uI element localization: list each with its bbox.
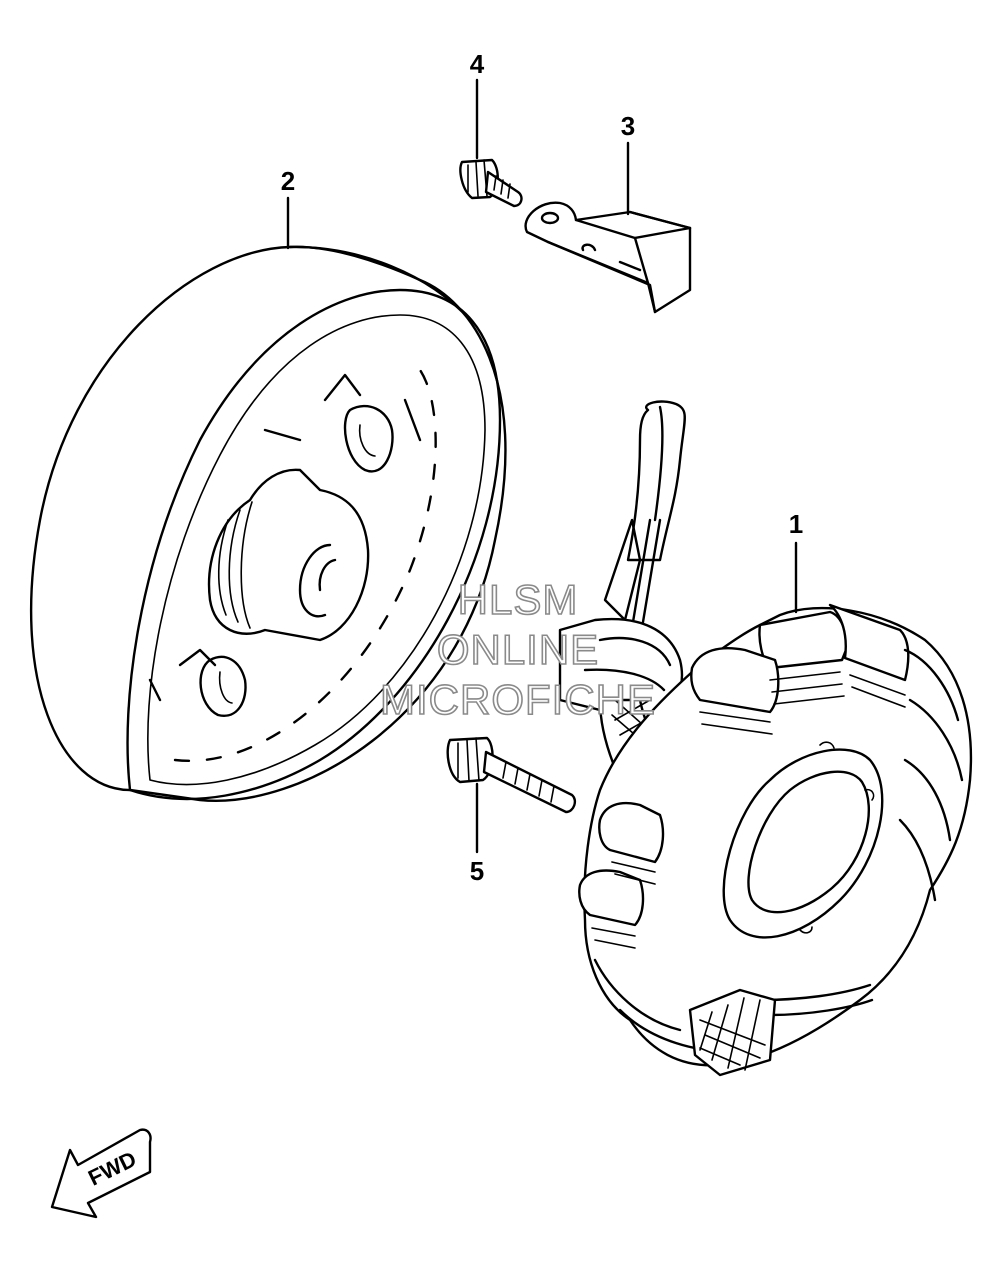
leader-lines xyxy=(286,78,798,854)
watermark-line-3: MICROFICHE xyxy=(380,676,656,723)
callout-numbers: 1 2 3 4 5 xyxy=(281,49,803,886)
callout-4[interactable]: 4 xyxy=(470,49,485,79)
forward-arrow-icon: FWD xyxy=(50,1128,152,1219)
callout-5[interactable]: 5 xyxy=(470,856,484,886)
part-3-bracket[interactable] xyxy=(524,201,692,314)
watermark: HLSM ONLINE MICROFICHE xyxy=(379,575,656,724)
callout-1[interactable]: 1 xyxy=(789,509,803,539)
part-5-bolt[interactable] xyxy=(446,736,577,814)
part-1-stator[interactable] xyxy=(558,400,973,1077)
part-2-flywheel-rotor[interactable] xyxy=(29,245,507,802)
callout-2[interactable]: 2 xyxy=(281,166,295,196)
part-4-screw[interactable] xyxy=(459,158,523,208)
callout-3[interactable]: 3 xyxy=(621,111,635,141)
watermark-line-2: ONLINE xyxy=(437,626,599,673)
watermark-line-1: HLSM xyxy=(458,576,579,623)
